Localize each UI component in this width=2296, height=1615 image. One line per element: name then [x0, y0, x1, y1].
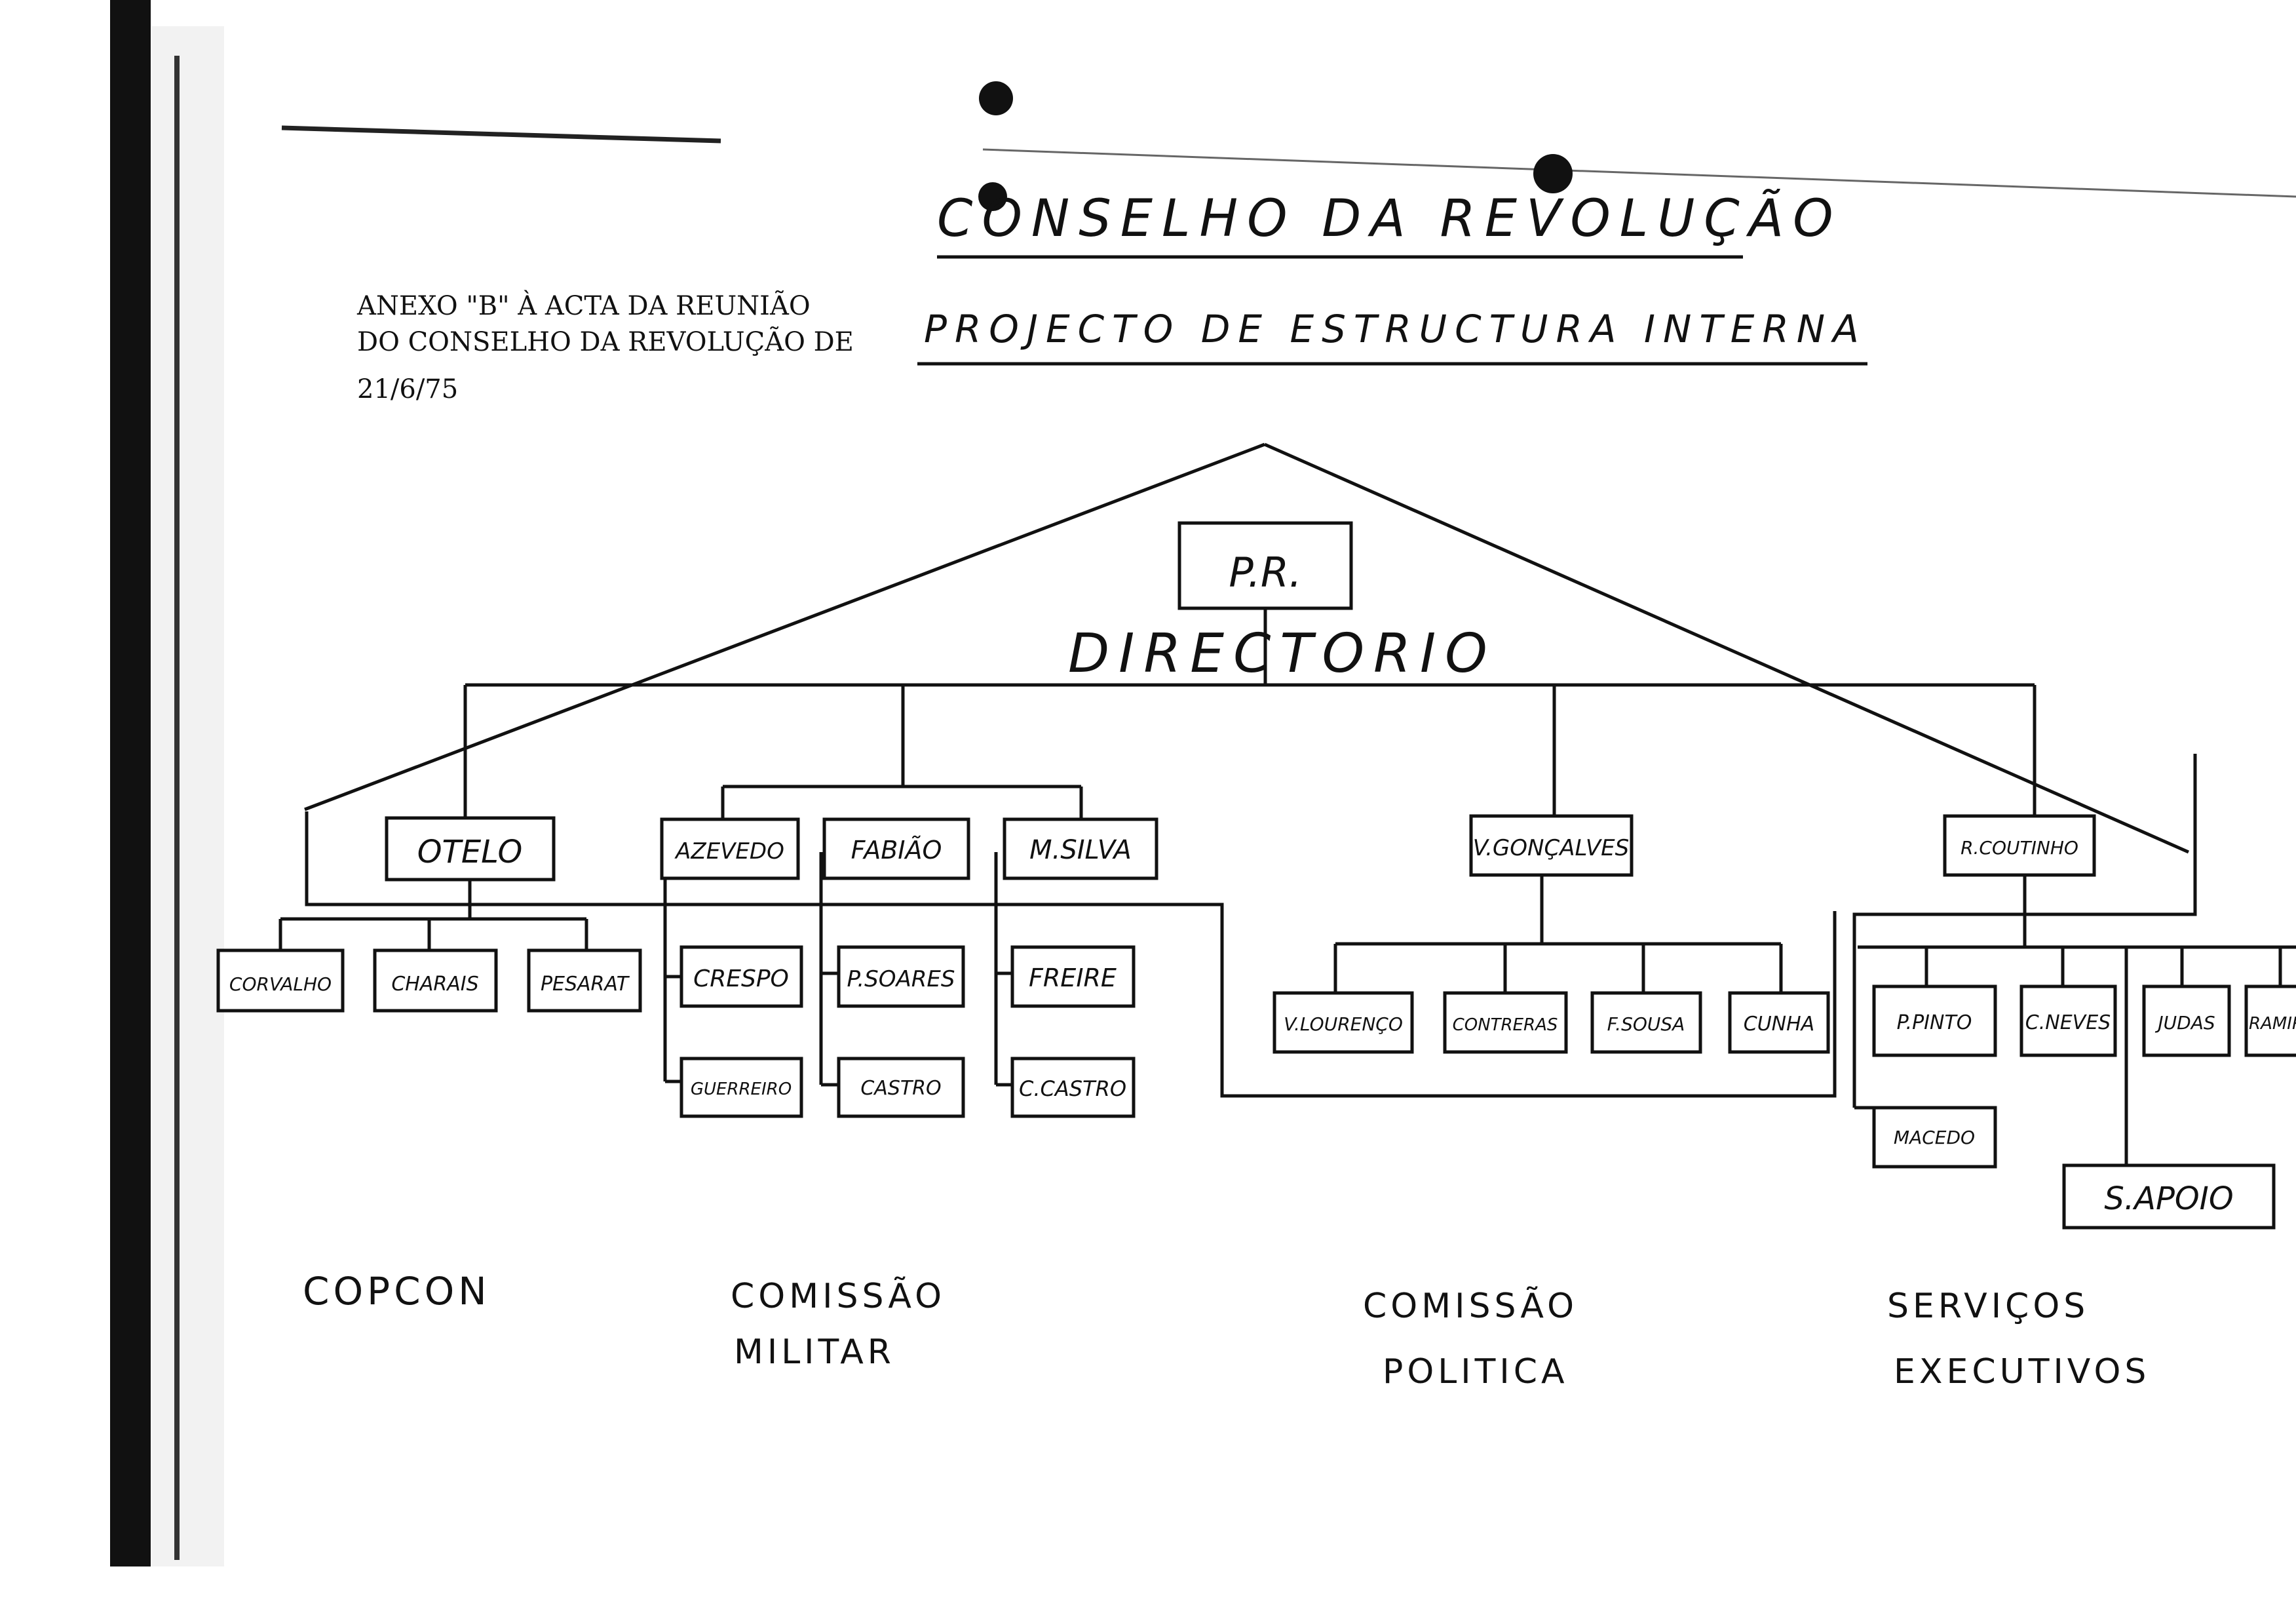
military-col3-box-1	[1010, 945, 1136, 1008]
military-head-label-1: AZEVEDO	[674, 838, 784, 865]
military-col2-trunk	[819, 852, 839, 1087]
punch-hole	[979, 81, 1013, 115]
military-col3-trunk	[994, 852, 1012, 1087]
services-head-label: R.COUTINHO	[1961, 837, 2078, 859]
copcon-member-label-1: CORVALHO	[229, 973, 332, 995]
services-group-label-2: EXECUTIVOS	[1894, 1352, 2150, 1391]
services-member-box-3	[2142, 984, 2231, 1057]
military-col3-label-1: FREIRE	[1029, 963, 1117, 992]
military-head-box-2	[822, 817, 970, 880]
services-member-box-2	[2019, 984, 2117, 1057]
military-col1-box-2	[679, 1057, 803, 1118]
military-head-label-3: M.SILVA	[1029, 835, 1132, 865]
punch-hole	[1533, 154, 1573, 193]
copcon-member-label-3: PESARAT	[541, 973, 630, 996]
copcon-head-label: OTELO	[417, 834, 522, 870]
services-member-label-4: RAMIRO	[2249, 1014, 2296, 1034]
political-member-box-2	[1443, 991, 1568, 1054]
copcon-member-label-2: CHARAIS	[391, 973, 478, 996]
services-group-label-1: SERVIÇOS	[1887, 1287, 2089, 1326]
military-head-box-1	[660, 817, 800, 880]
copcon-member-box-1	[216, 948, 345, 1013]
political-member-box-4	[1728, 991, 1830, 1054]
military-head-box-3	[1003, 817, 1158, 880]
annex-line-1: ANEXO "B" À ACTA DA REUNIÃO	[356, 290, 811, 321]
political-member-label-2: CONTRERAS	[1453, 1015, 1558, 1035]
military-col1-box-1	[679, 945, 803, 1008]
services-support-box	[2062, 1163, 2276, 1230]
services-member-label-2: C.NEVES	[2025, 1011, 2111, 1034]
services-support-label: S.APOIO	[2104, 1180, 2233, 1217]
services-member-box-1	[1872, 984, 1997, 1057]
left-binding-edge	[110, 0, 151, 1566]
services-extra-label: MACEDO	[1894, 1127, 1975, 1148]
military-col2-label-1: P.SOARES	[847, 966, 955, 992]
copcon-member-box-2	[373, 948, 498, 1013]
political-group-label-2: POLITICA	[1383, 1352, 1569, 1391]
political-head-label: V.GONÇALVES	[1473, 835, 1630, 861]
political-member-label-1: V.LOURENÇO	[1284, 1013, 1403, 1035]
annex-line-3: 21/6/75	[357, 374, 458, 404]
left-margin-noise	[152, 26, 224, 1566]
page-subtitle: PROJECTO DE ESTRUCTURA INTERNA	[924, 307, 1867, 351]
top-scan-line-right	[982, 148, 2296, 198]
military-col2-box-1	[837, 945, 965, 1008]
military-group-label-2: MILITAR	[734, 1333, 895, 1372]
military-col1-trunk	[663, 878, 681, 1083]
services-member-box-4	[2244, 984, 2296, 1057]
top-scan-line	[281, 125, 721, 144]
military-col2-label-2: CASTRO	[860, 1077, 941, 1100]
military-head-label-2: FABIÃO	[851, 836, 942, 865]
military-col2-box-2	[837, 1057, 965, 1118]
copcon-member-box-3	[527, 948, 642, 1013]
political-group-label-1: COMISSÃO	[1363, 1286, 1578, 1326]
political-member-box-1	[1272, 991, 1414, 1054]
pr-box	[1177, 521, 1353, 610]
military-col3-label-2: C.CASTRO	[1019, 1076, 1126, 1101]
services-extra-box	[1872, 1106, 1997, 1169]
military-col3-box-2	[1010, 1057, 1136, 1118]
annex-line-2: DO CONSELHO DA REVOLUÇÃO DE	[357, 326, 854, 357]
copcon-bracket	[305, 811, 1837, 1098]
political-member-label-4: CUNHA	[1744, 1013, 1814, 1036]
services-head-box	[1943, 814, 2096, 877]
punch-hole	[978, 182, 1007, 211]
political-member-box-3	[1590, 991, 1702, 1054]
military-group-label-1: COMISSÃO	[731, 1276, 946, 1316]
services-member-label-1: P.PINTO	[1897, 1011, 1972, 1034]
services-member-label-3: JUDAS	[2154, 1012, 2215, 1034]
political-member-label-3: F.SOUSA	[1607, 1013, 1685, 1035]
military-col1-label-2: GUERREIRO	[691, 1080, 792, 1099]
directorio-label: DIRECTORIO	[1068, 623, 1497, 685]
pr-label: P.R.	[1229, 549, 1301, 596]
military-col1-label-1: CRESPO	[693, 965, 789, 992]
political-head-box	[1469, 814, 1634, 877]
page-title: CONSELHO DA REVOLUÇÃO	[937, 188, 1843, 248]
copcon-group-label: COPCON	[303, 1269, 491, 1313]
